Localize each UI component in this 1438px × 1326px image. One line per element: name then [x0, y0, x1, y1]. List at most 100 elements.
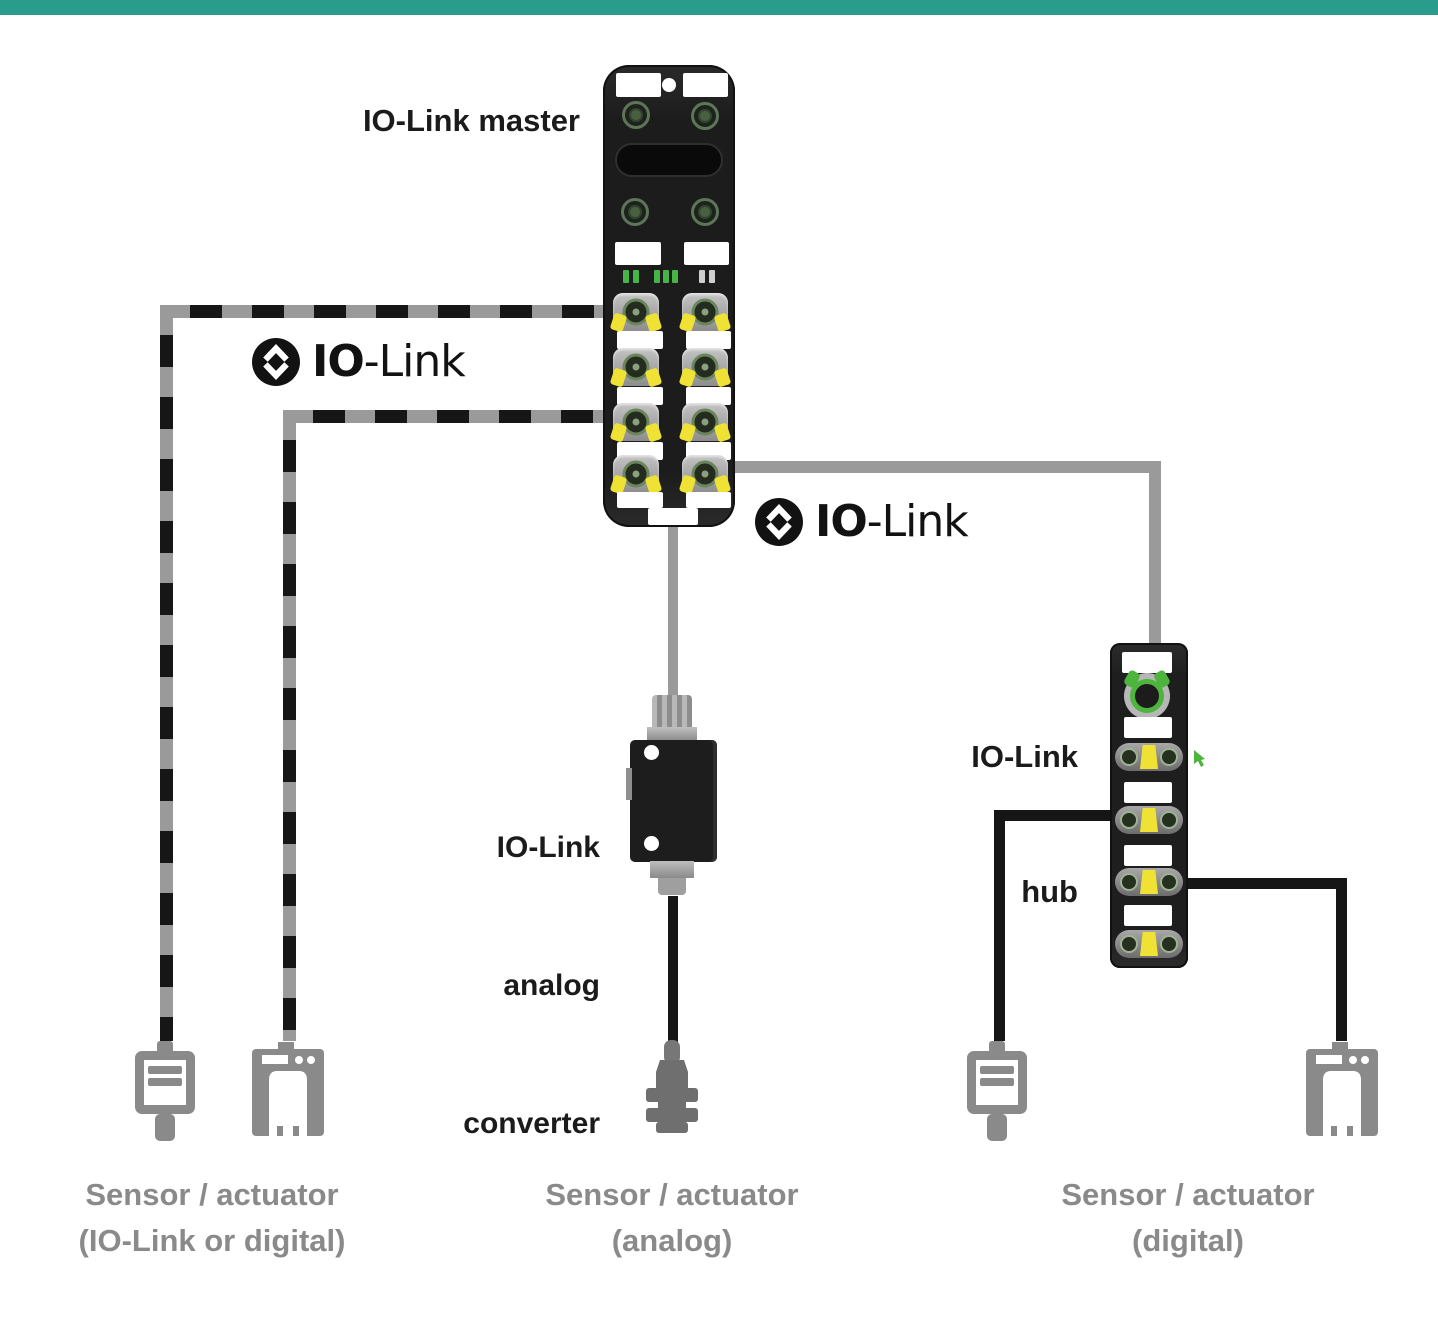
hub-label-plate: [1124, 717, 1172, 738]
wordmark-link: -Link: [866, 496, 969, 547]
analog-sensor-icon: [646, 1040, 698, 1133]
hub-label-line1: IO-Link: [971, 739, 1078, 774]
status-led: [672, 270, 678, 283]
cable-black-hub-to-sensor4-horizontal: [1186, 878, 1347, 889]
converter-collar: [647, 727, 697, 741]
converter-bottom-plug: [658, 878, 686, 895]
m12-port: [678, 455, 732, 495]
sensor-label-line2: (IO-Link or digital): [78, 1223, 346, 1258]
port-accent: [713, 367, 732, 388]
m12-port: [678, 293, 732, 333]
gripper-actuator-icon: [252, 1042, 324, 1136]
converter-label: IO-Link analog converter: [400, 733, 600, 1239]
port-accent: [644, 312, 663, 333]
sensor-label-line1: Sensor / actuator: [545, 1177, 799, 1212]
cursor-artifact-icon: [1194, 750, 1205, 767]
wordmark-io: IO: [815, 496, 868, 547]
hub-label: IO-Link hub: [878, 644, 1078, 1004]
hub-label-plate: [1124, 782, 1172, 803]
m12-port: [609, 293, 663, 333]
cable-black-converter-to-analog-sensor: [668, 896, 678, 1042]
converter-side-tab: [626, 768, 632, 800]
cable-gray-master-to-hub-vertical: [1149, 461, 1161, 646]
converter-label-line3: converter: [463, 1107, 600, 1140]
m12-port: [609, 455, 663, 495]
master-top-connector: [691, 102, 719, 130]
port-label-plate: [617, 387, 663, 405]
hub-label-line2: hub: [1021, 874, 1078, 909]
iolink-master-device: [603, 65, 735, 527]
cable-gray-master-to-hub-horizontal: [733, 461, 1161, 473]
port-accent: [1140, 870, 1158, 894]
hub-port-row: [1115, 743, 1183, 771]
accent-bar: [0, 0, 1438, 15]
hub-iolink-connector: [1122, 669, 1172, 719]
cable-dashed-master-to-sensor1-horizontal: [160, 305, 606, 318]
wordmark-io: IO: [312, 336, 365, 387]
cable-gray-master-to-converter: [668, 527, 678, 699]
status-led: [709, 270, 715, 283]
sensor-group-label-center: Sensor / actuator (analog): [472, 1172, 872, 1264]
status-led: [654, 270, 660, 283]
port-accent: [609, 367, 628, 388]
iolink-logo-group: IO-Link: [252, 336, 466, 387]
port-accent: [713, 422, 732, 443]
m12-port: [609, 403, 663, 443]
iolink-logo-icon: [755, 497, 803, 546]
port-accent: [609, 312, 628, 333]
sensor-group-label-left: Sensor / actuator (IO-Link or digital): [12, 1172, 412, 1264]
hub-port-row: [1115, 868, 1183, 896]
status-led: [663, 270, 669, 283]
master-label-plate: [684, 242, 729, 265]
master-mid-connector: [691, 198, 719, 226]
master-mid-connector: [621, 198, 649, 226]
iolink-hub-device: [1110, 643, 1188, 968]
master-mounting-hole: [662, 78, 676, 92]
port-accent: [678, 422, 697, 443]
master-top-connector: [622, 101, 650, 129]
iolink-wordmark: IO-Link: [815, 496, 969, 547]
hub-label-plate: [1122, 652, 1172, 673]
port-label-plate: [686, 492, 731, 508]
cable-dashed-master-to-sensor2-vertical: [283, 410, 296, 1041]
port-accent: [644, 367, 663, 388]
iolink-logo-group: IO-Link: [755, 496, 969, 547]
port-accent: [1140, 932, 1158, 956]
cable-black-hub-to-sensor3-vertical: [994, 810, 1005, 1041]
port-accent: [678, 367, 697, 388]
master-label-plate: [683, 73, 728, 97]
sensor-label-line2: (analog): [611, 1223, 733, 1258]
port-label-plate: [617, 492, 663, 508]
hub-label-plate: [1124, 905, 1172, 926]
cable-dashed-master-to-sensor2-horizontal: [283, 410, 606, 423]
converter-label-line1: IO-Link: [496, 831, 600, 864]
hub-port-row: [1115, 930, 1183, 958]
hub-port-row: [1115, 806, 1183, 834]
proximity-sensor-icon: [135, 1041, 195, 1141]
hub-label-plate: [1124, 845, 1172, 866]
m12-port: [609, 348, 663, 388]
port-accent: [644, 422, 663, 443]
sensor-label-line1: Sensor / actuator: [1061, 1177, 1315, 1212]
master-label: IO-Link master: [362, 103, 580, 138]
sensor-group-label-right: Sensor / actuator (digital): [988, 1172, 1388, 1264]
converter-label-line2: analog: [503, 969, 600, 1002]
gripper-actuator-icon: [1306, 1042, 1378, 1136]
status-led: [623, 270, 629, 283]
port-accent: [609, 422, 628, 443]
iolink-analog-converter-device: [626, 695, 720, 905]
iolink-logo-icon: [252, 337, 300, 386]
iolink-wordmark: IO-Link: [312, 336, 466, 387]
cable-black-hub-to-sensor3-horizontal: [994, 810, 1112, 821]
port-label-plate: [686, 387, 731, 405]
m12-port: [678, 403, 732, 443]
proximity-sensor-icon: [967, 1041, 1027, 1141]
status-led: [699, 270, 705, 283]
port-accent: [713, 312, 732, 333]
converter-top-plug: [652, 695, 692, 728]
master-label-plate: [615, 242, 661, 265]
converter-screw-hole: [644, 836, 659, 851]
master-display-window: [615, 143, 723, 177]
master-label-plate: [616, 73, 661, 97]
